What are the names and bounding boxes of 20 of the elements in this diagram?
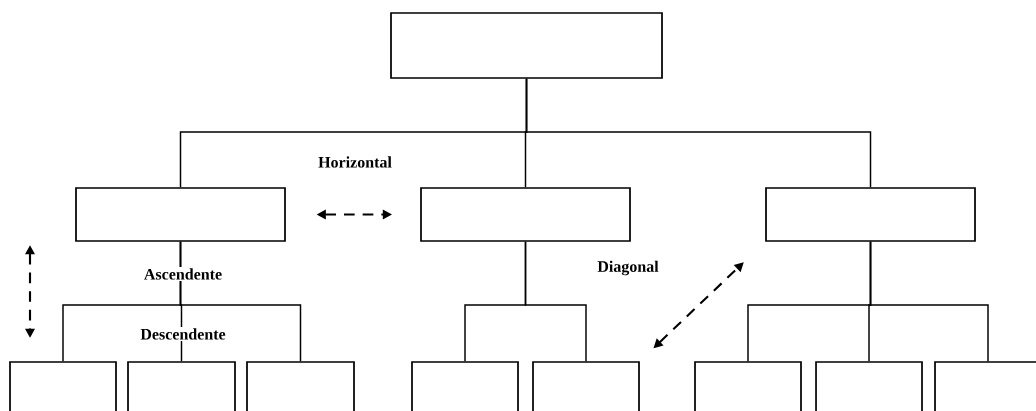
- org-box: [532, 361, 640, 411]
- org-box: [75, 187, 286, 242]
- edge-label: Diagonal: [597, 260, 659, 276]
- org-box: [390, 12, 663, 79]
- connector-line: [524, 241, 587, 362]
- edge-label: Horizontal: [318, 156, 392, 168]
- org-box: [420, 187, 631, 242]
- org-box: [765, 187, 976, 242]
- org-box: [246, 361, 355, 411]
- direction-label: Ascendente: [144, 268, 222, 280]
- org-box: [411, 361, 519, 411]
- org-box: [694, 361, 802, 411]
- connector-line: [869, 241, 989, 362]
- connector-line: [525, 78, 872, 188]
- org-box: [9, 361, 117, 411]
- direction-label: Descendente: [140, 328, 226, 340]
- org-box: [934, 361, 1036, 411]
- connector-line: [179, 241, 302, 362]
- org-box: [127, 361, 236, 411]
- org-box: [815, 361, 923, 411]
